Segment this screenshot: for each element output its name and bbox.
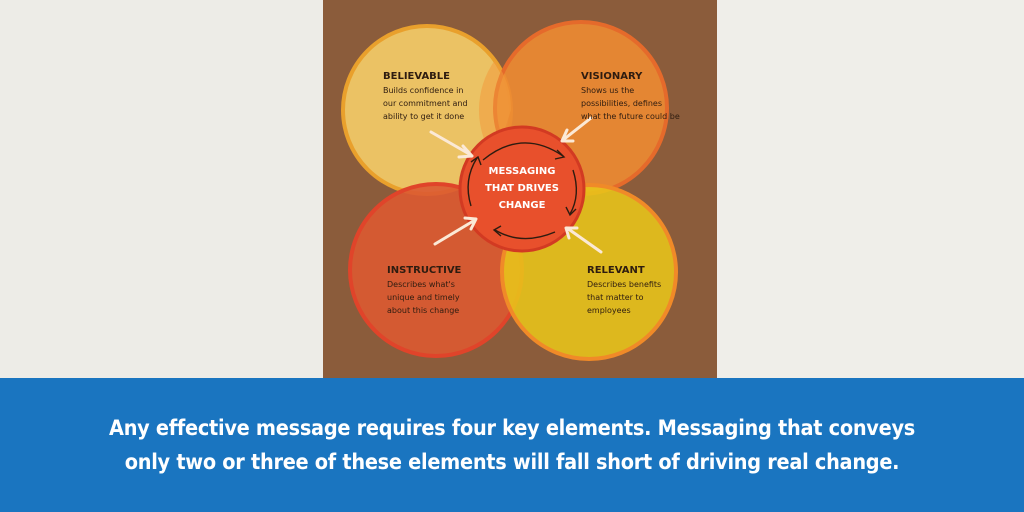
visionary-desc-line-2: possibilities, defines <box>581 99 662 108</box>
inward-arrow-relevant <box>564 226 603 254</box>
relevant-desc-line-2: that matter to <box>587 293 644 302</box>
visionary-desc-line-3: what the future could be <box>581 112 680 121</box>
cycle-arrow-right-head <box>565 206 577 217</box>
center-label-line-2: THAT DRIVES <box>485 183 559 194</box>
cycle-arrow-right <box>569 169 578 215</box>
diagram-panel: MESSAGING THAT DRIVES CHANGE BELIEVABLE … <box>323 0 717 378</box>
caption-line-1: Any effective message requires four key … <box>109 416 915 440</box>
believable-desc-line-2: our commitment and <box>383 99 468 108</box>
paper-background-right <box>717 0 1024 378</box>
cycle-arrow-left <box>467 157 478 207</box>
believable-desc-line-1: Builds confidence in <box>383 86 463 95</box>
venn-diagram: MESSAGING THAT DRIVES CHANGE BELIEVABLE … <box>341 20 680 361</box>
cycle-arrow-bottom-head <box>492 225 502 237</box>
relevant-desc-line-1: Describes benefits <box>587 280 661 289</box>
cycle-arrow-top <box>482 142 564 161</box>
believable-desc-line-3: ability to get it done <box>383 112 464 121</box>
visionary-desc-line-1: Shows us the <box>581 86 634 95</box>
relevant-title: RELEVANT <box>587 265 645 276</box>
inward-arrow-believable <box>429 130 474 159</box>
center-label-line-3: CHANGE <box>499 200 546 211</box>
relevant-desc-line-3: employees <box>587 306 631 315</box>
instructive-desc-line-3: about this change <box>387 306 459 315</box>
center-circle <box>458 125 586 253</box>
caption-line-2: only two or three of these elements will… <box>124 450 900 474</box>
believable-title: BELIEVABLE <box>383 71 450 82</box>
visionary-title: VISIONARY <box>581 71 643 82</box>
cycle-arrow-bottom <box>494 229 556 240</box>
paper-background-left <box>0 0 323 378</box>
center-label-line-1: MESSAGING <box>489 166 556 177</box>
caption-band: Any effective message requires four key … <box>0 378 1024 512</box>
cycle-arrow-left-head <box>470 155 482 166</box>
instructive-desc-line-2: unique and timely <box>387 293 460 302</box>
inward-arrow-visionary <box>560 116 593 143</box>
inward-arrow-instructive <box>433 216 478 246</box>
caption: Any effective message requires four key … <box>80 411 945 479</box>
instructive-desc-line-1: Describes what's <box>387 280 455 289</box>
instructive-title: INSTRUCTIVE <box>387 265 462 276</box>
cycle-arrow-top-head <box>554 149 566 160</box>
